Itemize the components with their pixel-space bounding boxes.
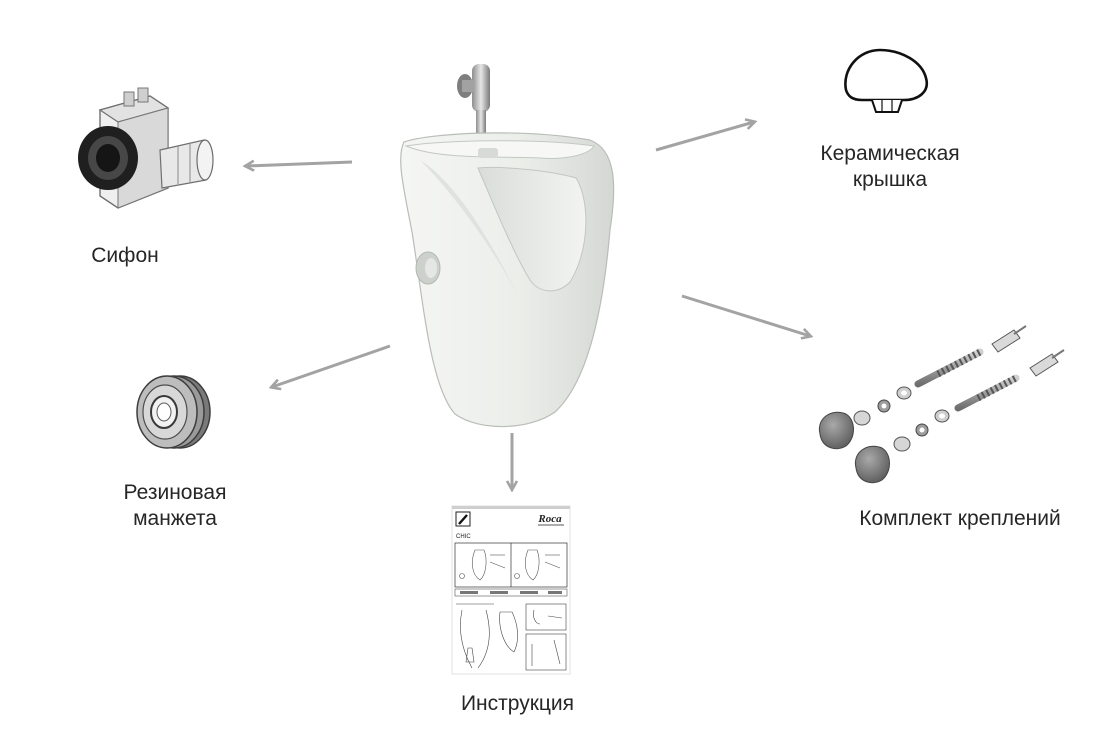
arrow-to-siphon: [246, 162, 353, 166]
flush-valve: [457, 64, 490, 144]
label-rubber-cuff-line2: манжета: [133, 507, 217, 530]
label-ceramic-cover-line2: крышка: [852, 168, 928, 191]
label-fixing-kit-text: Комплект креплений: [859, 507, 1061, 530]
siphon-image: [78, 87, 214, 209]
arrow-to-cuff: [272, 344, 391, 387]
fixing-set-lower: [854, 349, 1065, 484]
rubber-cuff-image: [136, 375, 211, 449]
urinal-image: [400, 64, 615, 428]
label-ceramic-cover: Керамическая крышка: [790, 141, 990, 193]
label-siphon: Сифон: [70, 243, 180, 269]
label-fixing-kit: Комплект креплений: [830, 506, 1090, 532]
arrow-to-cover: [655, 122, 754, 152]
instruction-manual-image: Roca CHIC: [451, 505, 571, 675]
label-siphon-text: Сифон: [91, 244, 159, 267]
label-rubber-cuff: Резиновая манжета: [80, 480, 270, 532]
fixing-set-upper: [818, 325, 1027, 450]
arrow-to-fixings: [681, 294, 810, 336]
manual-brand: Roca: [537, 513, 562, 525]
arrows: [246, 122, 810, 489]
ceramic-cover-image: [844, 48, 929, 113]
manual-model: CHIC: [456, 534, 471, 540]
label-ceramic-cover-line1: Керамическая: [820, 142, 960, 165]
label-instruction-text: Инструкция: [460, 692, 575, 715]
label-rubber-cuff-line1: Резиновая: [123, 481, 227, 504]
fixing-kit-image: [818, 325, 1065, 484]
label-instruction: Инструкция: [430, 691, 605, 717]
